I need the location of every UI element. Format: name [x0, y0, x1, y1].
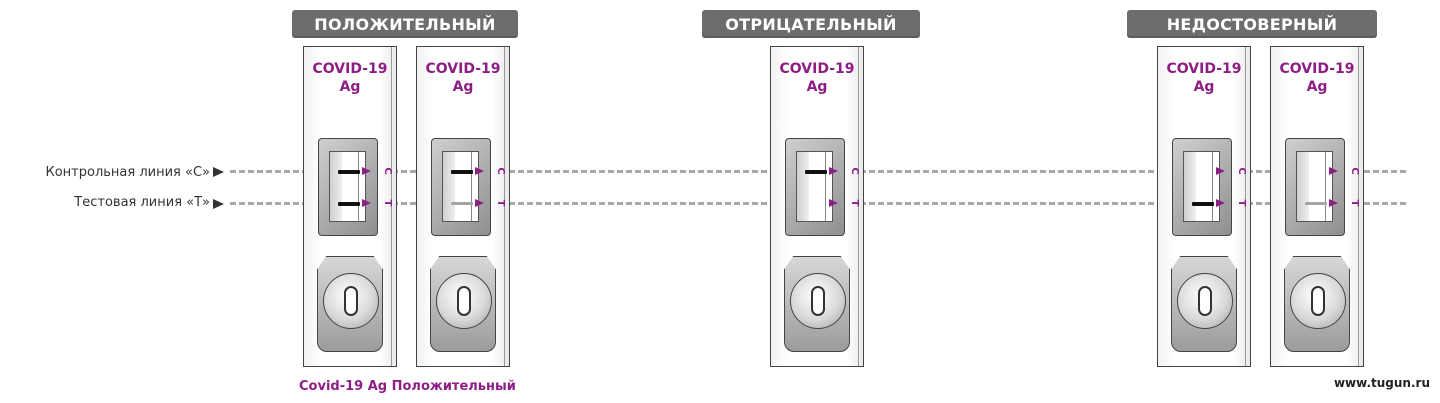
cassette-brand-name: COVID-19: [312, 61, 388, 77]
strip-edge: [358, 152, 359, 221]
control-line-label: Контрольная линия «С»: [45, 165, 211, 180]
cassette-rail: [1358, 47, 1359, 366]
test-band: [451, 202, 473, 205]
sample-well-ring-icon: [1177, 273, 1233, 329]
test-letter: T: [849, 199, 860, 207]
control-letter: C: [495, 167, 506, 175]
group-header-invalid: НЕДОСТОВЕРНЫЙ: [1127, 10, 1377, 38]
cassette-rail: [858, 47, 859, 366]
cassette-brand-name: COVID-19: [779, 61, 855, 77]
sample-well-hole-icon: [1311, 286, 1325, 316]
control-letter: C: [849, 167, 860, 175]
strip-edge: [471, 152, 472, 221]
cassette-brand-type: Ag: [1193, 79, 1215, 95]
result-caption: Covid-19 Ag Положительный: [299, 379, 516, 394]
result-window: [1285, 138, 1345, 236]
test-band: [338, 202, 360, 206]
control-line-arrow-icon: [213, 167, 224, 177]
test-mark-icon: [475, 199, 484, 207]
sample-well-hole-icon: [457, 286, 471, 316]
sample-well: [430, 256, 496, 352]
test-mark-icon: [1216, 199, 1225, 207]
strip-shade: [330, 152, 342, 221]
cassette-rail: [391, 47, 392, 366]
sample-well-ring-icon: [1290, 273, 1346, 329]
control-mark-icon: [475, 167, 484, 175]
strip-shade: [1184, 152, 1196, 221]
strip-shade: [1297, 152, 1309, 221]
strip-edge: [1212, 152, 1213, 221]
group-header-negative: ОТРИЦАТЕЛЬНЫЙ: [702, 10, 920, 38]
group-header-positive: ПОЛОЖИТЕЛЬНЫЙ: [292, 10, 518, 38]
sample-well: [317, 256, 383, 352]
control-letter: C: [1349, 167, 1360, 175]
control-band: [805, 170, 827, 174]
sample-well: [784, 256, 850, 352]
control-band: [451, 170, 473, 174]
control-mark-icon: [362, 167, 371, 175]
cassette-rail: [504, 47, 505, 366]
sample-well-ring-icon: [436, 273, 492, 329]
result-strip: [796, 151, 833, 222]
sample-well: [1171, 256, 1237, 352]
cassette-brand-name: COVID-19: [1166, 61, 1242, 77]
strip-edge: [1325, 152, 1326, 221]
cassette-brand-type: Ag: [452, 79, 474, 95]
result-strip: [442, 151, 479, 222]
test-mark-icon: [1329, 199, 1338, 207]
test-line-arrow-icon: [213, 199, 224, 209]
sample-well: [1284, 256, 1350, 352]
strip-shade: [797, 152, 809, 221]
test-mark-icon: [362, 199, 371, 207]
result-strip: [329, 151, 366, 222]
sample-well-ring-icon: [790, 273, 846, 329]
test-letter: T: [495, 199, 506, 207]
test-mark-icon: [829, 199, 838, 207]
test-band: [1305, 202, 1327, 205]
result-strip: [1296, 151, 1333, 222]
result-window: [431, 138, 491, 236]
cassette-brand-name: COVID-19: [425, 61, 501, 77]
sample-well-hole-icon: [344, 286, 358, 316]
control-letter: C: [382, 167, 393, 175]
sample-well-hole-icon: [1198, 286, 1212, 316]
strip-shade: [443, 152, 455, 221]
control-mark-icon: [1329, 167, 1338, 175]
cassette-brand-type: Ag: [1306, 79, 1328, 95]
cassette-brand-type: Ag: [806, 79, 828, 95]
result-window: [318, 138, 378, 236]
control-mark-icon: [1216, 167, 1225, 175]
sample-well-ring-icon: [323, 273, 379, 329]
cassette-brand-type: Ag: [339, 79, 361, 95]
test-band: [1192, 202, 1214, 206]
test-letter: T: [1236, 199, 1247, 207]
sample-well-hole-icon: [811, 286, 825, 316]
control-band: [338, 170, 360, 174]
result-strip: [1183, 151, 1220, 222]
cassette-brand-name: COVID-19: [1279, 61, 1355, 77]
result-window: [1172, 138, 1232, 236]
site-watermark: www.tugun.ru: [1333, 376, 1430, 390]
control-letter: C: [1236, 167, 1247, 175]
control-mark-icon: [829, 167, 838, 175]
test-line-label: Тестовая линия «Т»: [74, 195, 210, 210]
strip-edge: [825, 152, 826, 221]
test-letter: T: [382, 199, 393, 207]
test-letter: T: [1349, 199, 1360, 207]
result-window: [785, 138, 845, 236]
cassette-rail: [1245, 47, 1246, 366]
